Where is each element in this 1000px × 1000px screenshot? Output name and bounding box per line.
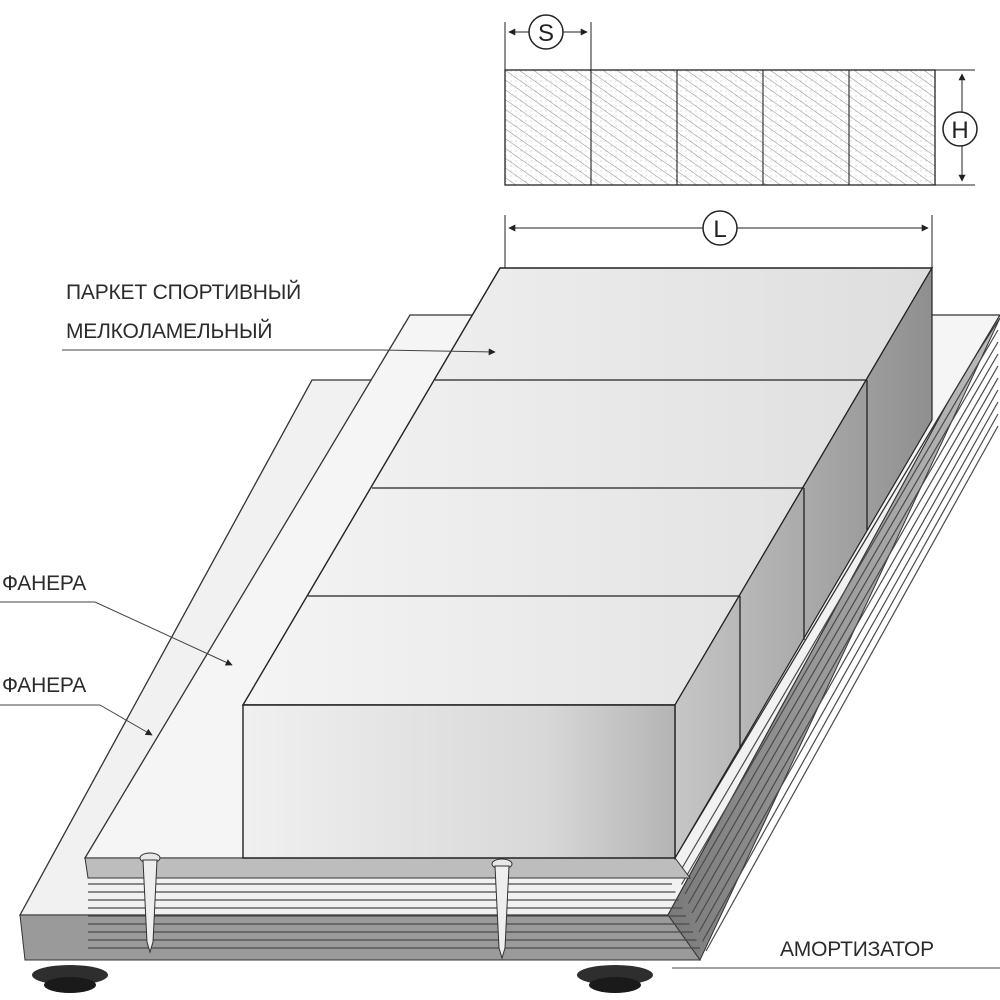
damper-pad-left xyxy=(32,965,108,993)
slab-side-layer-line xyxy=(701,413,999,942)
slab-side-layer-line xyxy=(705,425,999,952)
dimension-s-label: S xyxy=(538,20,554,47)
leader-parquet xyxy=(62,348,496,356)
slab-side-layer-line xyxy=(691,377,999,914)
slab-side-layer-line xyxy=(684,353,999,895)
dimension-l-label: L xyxy=(713,216,726,243)
leader-plywood-lower xyxy=(0,704,153,736)
dimension-h-label: H xyxy=(951,117,968,144)
damper-layer-lines xyxy=(88,329,999,952)
lamella-joints xyxy=(308,379,868,748)
dimension-h: H xyxy=(935,69,978,186)
dimension-l: L xyxy=(504,210,933,268)
dimension-s: S xyxy=(504,14,592,70)
slab-side-layer-line xyxy=(680,341,999,885)
damper-label: АМОРТИЗАТОР xyxy=(780,938,934,961)
slab-side-layer-line xyxy=(698,401,999,933)
plywood-upper-label: ФАНЕРА xyxy=(2,572,86,595)
slab-side-layer-line xyxy=(687,365,999,904)
parquet-label-line2: МЕЛКОЛАМЕЛЬНЫЙ xyxy=(66,319,272,343)
slab-side-layer-line xyxy=(677,329,999,876)
damper-pad-right xyxy=(577,965,653,993)
plywood-lower-label: ФАНЕРА xyxy=(2,674,86,697)
parquet-block xyxy=(241,265,934,861)
nail-right xyxy=(491,858,513,960)
slab-side-layer-line xyxy=(694,389,999,923)
lamella-cross-section xyxy=(504,69,936,186)
nail-left xyxy=(139,852,161,954)
parquet-label-line1: ПАРКЕТ СПОРТИВНЫЙ xyxy=(66,280,301,304)
leader-plywood-upper xyxy=(0,601,233,666)
